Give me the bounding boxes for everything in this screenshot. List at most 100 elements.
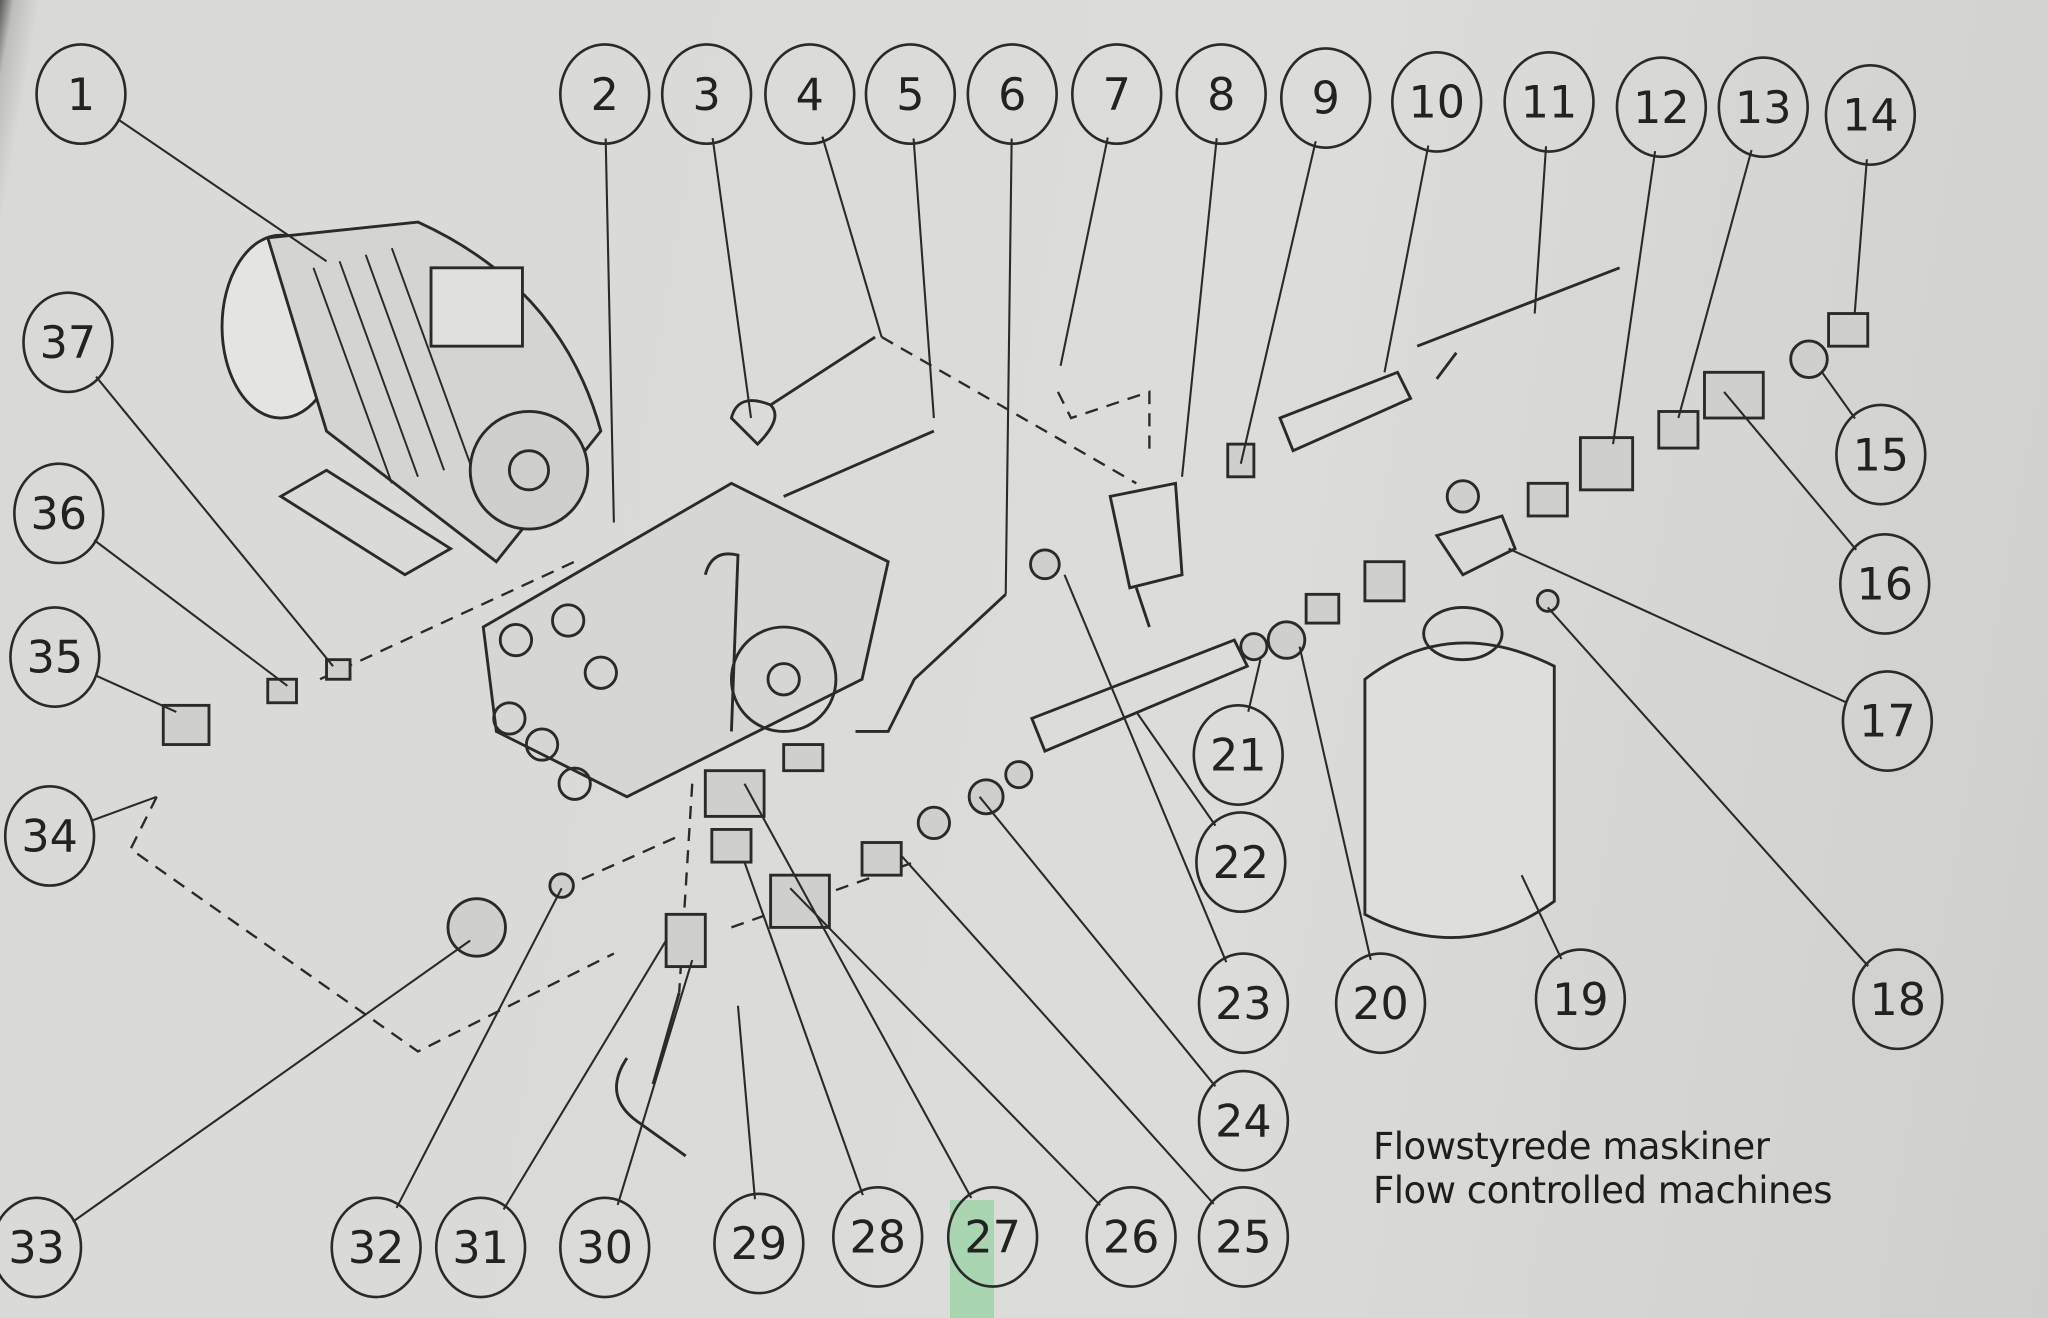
- callout-number: 18: [1870, 975, 1927, 1026]
- callout-35: 35: [9, 606, 177, 713]
- callout-4: 4: [764, 43, 883, 338]
- leader-line: [1821, 371, 1856, 420]
- leader-line: [1063, 574, 1228, 963]
- callout-number: 13: [1735, 83, 1792, 134]
- callout-number: 7: [1103, 70, 1131, 121]
- callout-number: 17: [1859, 697, 1916, 748]
- leader-line: [912, 138, 935, 419]
- callout-circle: [1175, 43, 1267, 146]
- callout-circle: [660, 43, 753, 146]
- callout-number: 11: [1521, 78, 1578, 129]
- callout-circle: [559, 1196, 651, 1299]
- callout-circle: [1852, 948, 1944, 1051]
- accumulator-tank: [1363, 605, 1556, 939]
- callout-circle: [1197, 1069, 1290, 1172]
- callout-circle: [832, 1186, 924, 1288]
- callout-17: 17: [1508, 547, 1934, 772]
- callout-number: 34: [21, 812, 78, 863]
- leader-line: [1520, 874, 1563, 960]
- callout-number: 35: [27, 633, 84, 684]
- callout-22: 22: [1135, 711, 1287, 914]
- callout-21: 21: [1192, 659, 1284, 806]
- electric-motor: [220, 220, 603, 577]
- callout-number: 2: [591, 70, 619, 121]
- leader-line: [711, 137, 753, 419]
- callout-number: 15: [1853, 430, 1910, 481]
- callout-number: 33: [8, 1223, 65, 1274]
- callout-3: 3: [660, 43, 753, 419]
- callout-8: 8: [1175, 43, 1267, 477]
- callout-number: 31: [452, 1223, 509, 1274]
- callout-circle: [1534, 948, 1627, 1051]
- callout-34: 34: [3, 785, 158, 887]
- leader-line: [1546, 606, 1869, 967]
- callout-number: 30: [576, 1223, 633, 1274]
- callout-number: 14: [1842, 91, 1899, 142]
- callout-18: 18: [1546, 606, 1944, 1051]
- leader-line: [821, 136, 883, 338]
- leader-line: [1181, 138, 1218, 477]
- callout-circle: [1615, 56, 1708, 159]
- leader-line: [1508, 547, 1848, 704]
- callout-number: 37: [40, 318, 97, 369]
- leader-line: [1853, 159, 1868, 314]
- leader-line: [743, 861, 864, 1196]
- callout-number: 16: [1856, 560, 1913, 611]
- leader-line: [95, 375, 334, 667]
- callout-number: 29: [731, 1219, 788, 1270]
- callout-circle: [1503, 50, 1595, 153]
- callout-circle: [1085, 1186, 1177, 1288]
- callout-number: 32: [348, 1223, 405, 1274]
- callout-5: 5: [864, 43, 957, 419]
- leader-line: [502, 939, 668, 1210]
- callout-circle: [946, 1186, 1039, 1288]
- callout-23: 23: [1063, 574, 1290, 1055]
- callout-11: 11: [1503, 50, 1595, 314]
- leader-line: [1533, 146, 1548, 314]
- callout-number: 8: [1207, 70, 1235, 121]
- callout-number: 5: [896, 70, 924, 121]
- callout-37: 37: [22, 291, 334, 667]
- diagram-caption: Flowstyrede maskiner Flow controlled mac…: [1373, 1125, 1833, 1213]
- leader-line: [900, 854, 1215, 1205]
- leader-line: [94, 674, 177, 713]
- callout-circle: [0, 1196, 83, 1299]
- pump-head: [481, 481, 890, 801]
- leader-line: [743, 783, 973, 1199]
- callout-circle: [434, 1196, 527, 1299]
- leader-line: [736, 1005, 757, 1200]
- callout-20: 20: [1298, 646, 1427, 1055]
- callout-circle: [9, 606, 101, 708]
- callout-25: 25: [900, 854, 1290, 1288]
- callout-circle: [1195, 811, 1287, 914]
- callout-circle: [13, 462, 105, 565]
- callout-number: 28: [849, 1213, 906, 1264]
- leader-line: [978, 796, 1217, 1087]
- callout-circle: [1841, 670, 1934, 772]
- callout-13: 13: [1677, 56, 1809, 419]
- leader-line: [93, 539, 288, 687]
- callout-number: 19: [1552, 975, 1609, 1026]
- callout-10: 10: [1383, 50, 1483, 373]
- callout-12: 12: [1612, 56, 1708, 445]
- callout-number: 22: [1213, 838, 1270, 889]
- callout-circle: [966, 43, 1058, 146]
- callout-number: 23: [1215, 979, 1272, 1030]
- callout-15: 15: [1821, 371, 1927, 506]
- callout-circle: [559, 43, 651, 146]
- leader-line: [90, 795, 158, 822]
- leader-line: [1612, 150, 1657, 445]
- callout-number: 25: [1215, 1213, 1272, 1264]
- callout-number: 36: [31, 489, 88, 540]
- callout-circle: [1192, 704, 1284, 806]
- callout-circle: [1197, 1186, 1290, 1288]
- callout-circle: [1391, 50, 1483, 153]
- callout-circle: [1071, 43, 1163, 146]
- callout-number: 9: [1312, 74, 1340, 125]
- callout-circle: [3, 785, 96, 887]
- callout-circle: [22, 291, 114, 394]
- callout-16: 16: [1723, 391, 1931, 635]
- callout-circle: [713, 1192, 805, 1295]
